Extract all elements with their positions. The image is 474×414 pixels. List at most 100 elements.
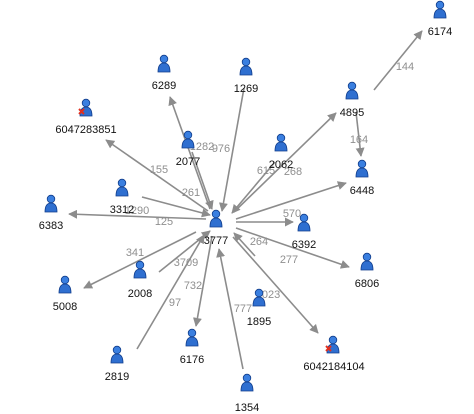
- edge-2077-to-3777: 1282: [190, 141, 214, 210]
- edge-arrow: [105, 139, 209, 212]
- edge-arrow: [235, 227, 350, 269]
- edge-3777-to-5008: 341: [83, 231, 197, 289]
- node-label: 2077: [176, 156, 200, 168]
- user-person-icon: [44, 194, 58, 213]
- user-person-icon: [110, 345, 124, 364]
- edge-label: 3709: [174, 257, 198, 269]
- user-person-icon: [345, 81, 359, 100]
- node-6047283851[interactable]: 6047283851: [55, 98, 117, 136]
- node-label: 3777: [204, 235, 228, 247]
- edge-3777-to-6176: 732: [184, 235, 213, 327]
- edge-label: 976: [212, 143, 230, 155]
- edges-layer: 1441642686152619761282155129012557027710…: [68, 30, 423, 370]
- edge-arrow: [83, 231, 197, 289]
- node-6448[interactable]: 6448: [350, 159, 374, 197]
- edge-arrow: [68, 209, 207, 220]
- node-label: 4895: [340, 107, 364, 119]
- node-1895[interactable]: 1895: [247, 288, 271, 328]
- edge-2819-to-3777: 97: [136, 234, 205, 350]
- user-person-icon: [133, 260, 147, 279]
- edge-label: 261: [182, 187, 200, 199]
- node-5008[interactable]: 5008: [53, 275, 77, 313]
- nodes-layer: 6174 6289 1269 4895 6047283851 2077 2062 6448 33…: [39, 0, 452, 414]
- node-label: 6047283851: [55, 124, 116, 136]
- user-person-icon: [433, 0, 447, 19]
- user-person-icon: [181, 130, 195, 149]
- user-person-icon: [157, 54, 171, 73]
- user-person-icon: [274, 133, 288, 152]
- edge-arrow: [373, 30, 423, 91]
- node-label: 1354: [235, 402, 259, 414]
- node-label: 2819: [105, 371, 129, 383]
- user-person-icon: [239, 57, 253, 76]
- edge-arrow: [192, 235, 213, 327]
- node-label: 6042184104: [303, 361, 364, 373]
- edge-label: 155: [150, 164, 168, 176]
- node-4895[interactable]: 4895: [340, 81, 364, 119]
- node-label: 6174: [428, 26, 452, 38]
- node-6176[interactable]: 6176: [180, 328, 204, 366]
- node-label: 6289: [152, 80, 176, 92]
- user-person-icon: [58, 275, 72, 294]
- edge-label: 125: [155, 216, 173, 228]
- edge-arrow: [136, 234, 205, 350]
- node-6289[interactable]: 6289: [152, 54, 176, 92]
- edge-3777-to-4895: 268: [233, 112, 337, 213]
- node-label: 1269: [234, 83, 258, 95]
- user-person-icon: [297, 213, 311, 232]
- user-person-flagged-icon: [325, 335, 340, 354]
- node-2008[interactable]: 2008: [128, 260, 152, 300]
- edge-3777-to-6383: 125: [68, 209, 207, 228]
- edge-arrow: [168, 96, 211, 210]
- edge-1269-to-3777: 976: [212, 87, 245, 212]
- edge-label: 277: [280, 254, 298, 266]
- edge-label: 268: [284, 166, 302, 178]
- node-3777[interactable]: 3777: [204, 209, 228, 247]
- edge-label: 97: [169, 297, 181, 309]
- edge-arrow: [216, 248, 244, 370]
- edge-arrow: [232, 236, 319, 334]
- edge-3312-to-3777: 1290: [125, 196, 211, 218]
- edge-arrow: [141, 196, 211, 218]
- edge-arrow: [235, 181, 347, 220]
- edge-label: 341: [126, 247, 144, 259]
- node-label: 1895: [247, 316, 271, 328]
- node-2819[interactable]: 2819: [105, 345, 129, 383]
- edge-arrow: [355, 111, 365, 157]
- node-1354[interactable]: 1354: [235, 373, 259, 414]
- edge-4895-to-6448: 164: [350, 111, 368, 157]
- node-label: 2062: [269, 159, 293, 171]
- node-1269[interactable]: 1269: [234, 57, 258, 95]
- node-label: 6176: [180, 354, 204, 366]
- node-6392[interactable]: 6392: [292, 213, 316, 251]
- node-2077[interactable]: 2077: [176, 130, 200, 168]
- edge-4895-to-6174: 144: [373, 30, 423, 91]
- node-3312[interactable]: 3312: [110, 178, 134, 216]
- edge-arrow: [233, 112, 337, 213]
- user-person-icon: [185, 328, 199, 347]
- edge-label: 1282: [190, 141, 214, 153]
- node-label: 3312: [110, 204, 134, 216]
- node-label: 2008: [128, 288, 152, 300]
- user-person-icon: [252, 288, 266, 307]
- edge-label: 1290: [125, 205, 149, 217]
- node-6383[interactable]: 6383: [39, 194, 63, 232]
- edge-3777-to-6392: 570: [236, 208, 301, 227]
- edge-label: 164: [350, 134, 368, 146]
- node-6806[interactable]: 6806: [355, 252, 379, 290]
- node-label: 6383: [39, 220, 63, 232]
- edge-3777-to-6047283851: 155: [105, 139, 209, 212]
- node-label: 6806: [355, 278, 379, 290]
- user-person-flagged-icon: [78, 98, 93, 117]
- edge-arrow: [218, 87, 245, 212]
- node-label: 6448: [350, 185, 374, 197]
- node-2062[interactable]: 2062: [269, 133, 293, 171]
- edge-label: 777: [234, 303, 252, 315]
- node-6042184104[interactable]: 6042184104: [303, 335, 365, 373]
- node-6174[interactable]: 6174: [428, 0, 452, 38]
- user-person-icon: [360, 252, 374, 271]
- edge-1354-to-3777: 777: [216, 248, 252, 370]
- edge-arrow: [233, 232, 256, 257]
- user-person-icon: [240, 373, 254, 392]
